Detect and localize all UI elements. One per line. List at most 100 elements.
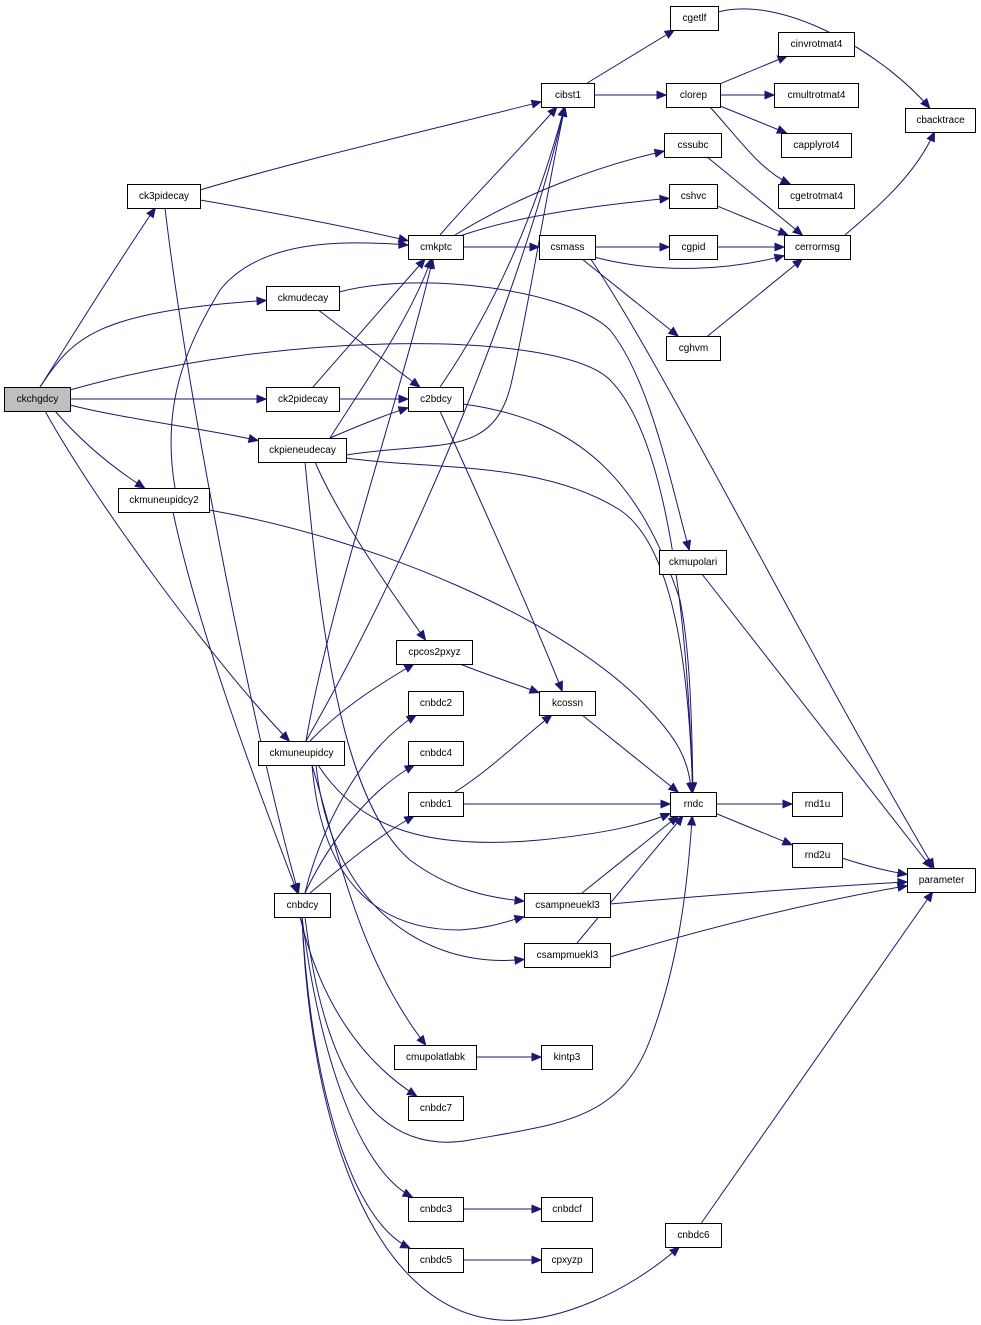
arrowhead-ckmuneupidcy-to-cmkptc [426, 257, 436, 270]
node-cgetlf[interactable]: cgetlf [670, 6, 719, 31]
node-cnbdc6[interactable]: cnbdc6 [665, 1223, 722, 1248]
node-ckmudecay[interactable]: ckmudecay [266, 286, 340, 311]
node-box [408, 387, 464, 412]
node-box [524, 893, 611, 918]
node-label: cmultrotmat4 [788, 90, 846, 101]
edge-ckmupolari-to-parameter [701, 573, 932, 869]
node-label: parameter [919, 875, 965, 886]
arrowhead-ckmudecay-to-ckmupolari [682, 539, 692, 552]
node-cgetrotmat4[interactable]: cgetrotmat4 [778, 184, 855, 209]
node-ckmuneupidcy2[interactable]: ckmuneupidcy2 [118, 488, 210, 513]
edge-c2bdcy-to-rndc [462, 403, 694, 793]
node-cibst1[interactable]: cibst1 [541, 83, 595, 108]
arrowhead-ckchgdcy-to-ckmudecay [256, 296, 268, 306]
arrowhead-cpcos2pxyz-to-kcossn [528, 685, 541, 694]
edge-csmass-to-cerrormsg [589, 255, 785, 269]
node-cghvm[interactable]: cghvm [666, 336, 721, 361]
node-kcossn[interactable]: kcossn [539, 691, 596, 716]
node-label: cshvc [681, 191, 707, 202]
arrowhead-ck2pidecay-to-c2bdcy [398, 394, 410, 404]
edges-layer [39, 8, 936, 1321]
node-ckchgdcy[interactable]: ckchgdcy [4, 387, 71, 412]
edge-rnd2u-to-parameter [841, 857, 908, 875]
node-cmultrotmat4[interactable]: cmultrotmat4 [774, 83, 859, 108]
arrowhead-cmkptc-to-cibst1 [547, 106, 558, 118]
node-box [408, 792, 464, 817]
node-label: cnbdcf [552, 1204, 582, 1215]
edge-ckmuneupidcy-to-csampneuekl3 [311, 764, 525, 931]
node-box [266, 387, 340, 412]
node-cnbdc7[interactable]: cnbdc7 [408, 1096, 464, 1121]
arrowhead-ckmuneupidcy-to-csampneuekl3 [513, 914, 526, 924]
node-box [539, 691, 596, 716]
node-parameter[interactable]: parameter [907, 868, 976, 893]
node-box [541, 83, 595, 108]
arrowhead-ckmuneupidcy-to-csampmuekl3 [514, 955, 526, 965]
edge-ckpieneudecay-to-rndc [345, 457, 694, 793]
node-cmkptc[interactable]: cmkptc [408, 235, 464, 260]
arrowhead-ck2pidecay-to-cmkptc [415, 258, 426, 270]
node-c2bdcy[interactable]: c2bdcy [408, 387, 464, 412]
node-rnd2u[interactable]: rnd2u [792, 843, 843, 868]
edge-ckmuneupidcy2-to-rndc [208, 509, 693, 793]
arrowhead-clorep-to-cgetrotmat4 [779, 175, 792, 185]
node-rnd1u[interactable]: rnd1u [792, 792, 843, 817]
node-kintp3[interactable]: kintp3 [541, 1045, 593, 1070]
arrowhead-cmupolatlabk-to-kintp3 [531, 1052, 543, 1062]
node-ckpieneudecay[interactable]: ckpieneudecay [258, 438, 347, 463]
arrowhead-ckmuneupidcy2-to-cnbdcy [289, 882, 299, 895]
arrowhead-csmass-to-cgpid [659, 242, 671, 252]
node-box [670, 6, 719, 31]
node-cnbdc2[interactable]: cnbdc2 [408, 691, 464, 716]
node-cssubc[interactable]: cssubc [664, 133, 722, 158]
edge-cnbdcy-to-cnbdc6 [301, 916, 680, 1321]
node-cnbdcy[interactable]: cnbdcy [274, 893, 331, 918]
arrowhead-cnbdcy-to-rndc [687, 814, 697, 826]
node-label: rndc [684, 799, 703, 810]
edge-cnbdcy-to-cnbdc1 [309, 815, 415, 894]
node-cinvrotmat4[interactable]: cinvrotmat4 [778, 32, 855, 57]
node-rndc[interactable]: rndc [670, 792, 717, 817]
node-cnbdc1[interactable]: cnbdc1 [408, 792, 464, 817]
edge-ckmuneupidcy-to-cpcos2pxyz [309, 663, 415, 742]
node-cnbdcf[interactable]: cnbdcf [541, 1197, 593, 1222]
node-box [118, 488, 210, 513]
node-cnbdc4[interactable]: cnbdc4 [408, 741, 464, 766]
edge-ckmuneupidcy2-to-cnbdcy [172, 511, 298, 894]
edge-ckchgdcy-to-ckmuneupidcy [44, 410, 290, 742]
edge-cgetlf-to-cbacktrace [717, 8, 931, 109]
node-csmass[interactable]: csmass [539, 235, 596, 260]
arrowhead-ckchgdcy-to-ckpieneudecay [247, 434, 260, 443]
node-csampneuekl3[interactable]: csampneuekl3 [524, 893, 611, 918]
arrowhead-cnbdcy-to-cnbdc4 [403, 764, 416, 774]
node-cpxyzp[interactable]: cpxyzp [541, 1248, 593, 1273]
arrowhead-csmass-to-cghvm [667, 326, 680, 337]
node-cnbdc3[interactable]: cnbdc3 [408, 1197, 464, 1222]
node-cerrormsg[interactable]: cerrormsg [784, 235, 851, 260]
edge-csampneuekl3-to-parameter [609, 881, 908, 905]
arrowhead-clorep-to-cmultrotmat4 [764, 90, 776, 100]
node-ckmupolari[interactable]: ckmupolari [659, 550, 727, 575]
node-box [541, 1197, 593, 1222]
node-csampmuekl3[interactable]: csampmuekl3 [524, 943, 611, 968]
node-ckmuneupidcy[interactable]: ckmuneupidcy [258, 741, 345, 766]
node-cgpid[interactable]: cgpid [669, 235, 718, 260]
node-box [127, 184, 201, 209]
node-ck3pidecay[interactable]: ck3pidecay [127, 184, 201, 209]
node-box [524, 943, 611, 968]
node-clorep[interactable]: clorep [666, 83, 721, 108]
node-cshvc[interactable]: cshvc [669, 184, 718, 209]
edge-ckpieneudecay-to-cmkptc [329, 258, 432, 439]
node-capplyrot4[interactable]: capplyrot4 [781, 133, 852, 158]
node-cbacktrace[interactable]: cbacktrace [905, 108, 976, 133]
node-cpcos2pxyz[interactable]: cpcos2pxyz [396, 640, 473, 665]
node-box [408, 235, 464, 260]
node-box [792, 843, 843, 868]
edge-cmkptc-to-cshvc [459, 197, 670, 237]
node-ck2pidecay[interactable]: ck2pidecay [266, 387, 340, 412]
node-cmupolatlabk[interactable]: cmupolatlabk [394, 1045, 477, 1070]
edge-ckpieneudecay-to-cibst1 [345, 106, 566, 456]
node-label: ckchgdcy [17, 394, 59, 405]
node-label: csampneuekl3 [535, 900, 600, 911]
node-cnbdc5[interactable]: cnbdc5 [408, 1248, 464, 1273]
